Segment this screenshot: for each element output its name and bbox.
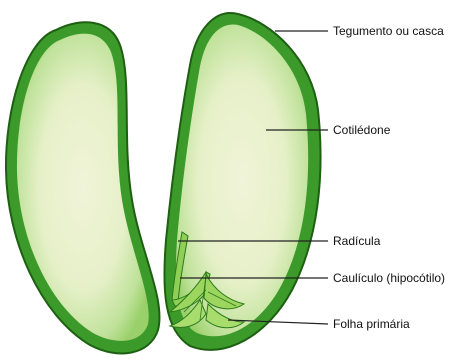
label-cotiledone: Cotilédone (333, 123, 390, 137)
label-cauliculo: Caulículo (hipocótilo) (333, 271, 445, 285)
label-folha-primaria: Folha primária (333, 317, 410, 331)
label-radicula: Radícula (333, 234, 380, 248)
left-seed-half (6, 22, 160, 353)
label-tegumento: Tegumento ou casca (333, 24, 444, 38)
